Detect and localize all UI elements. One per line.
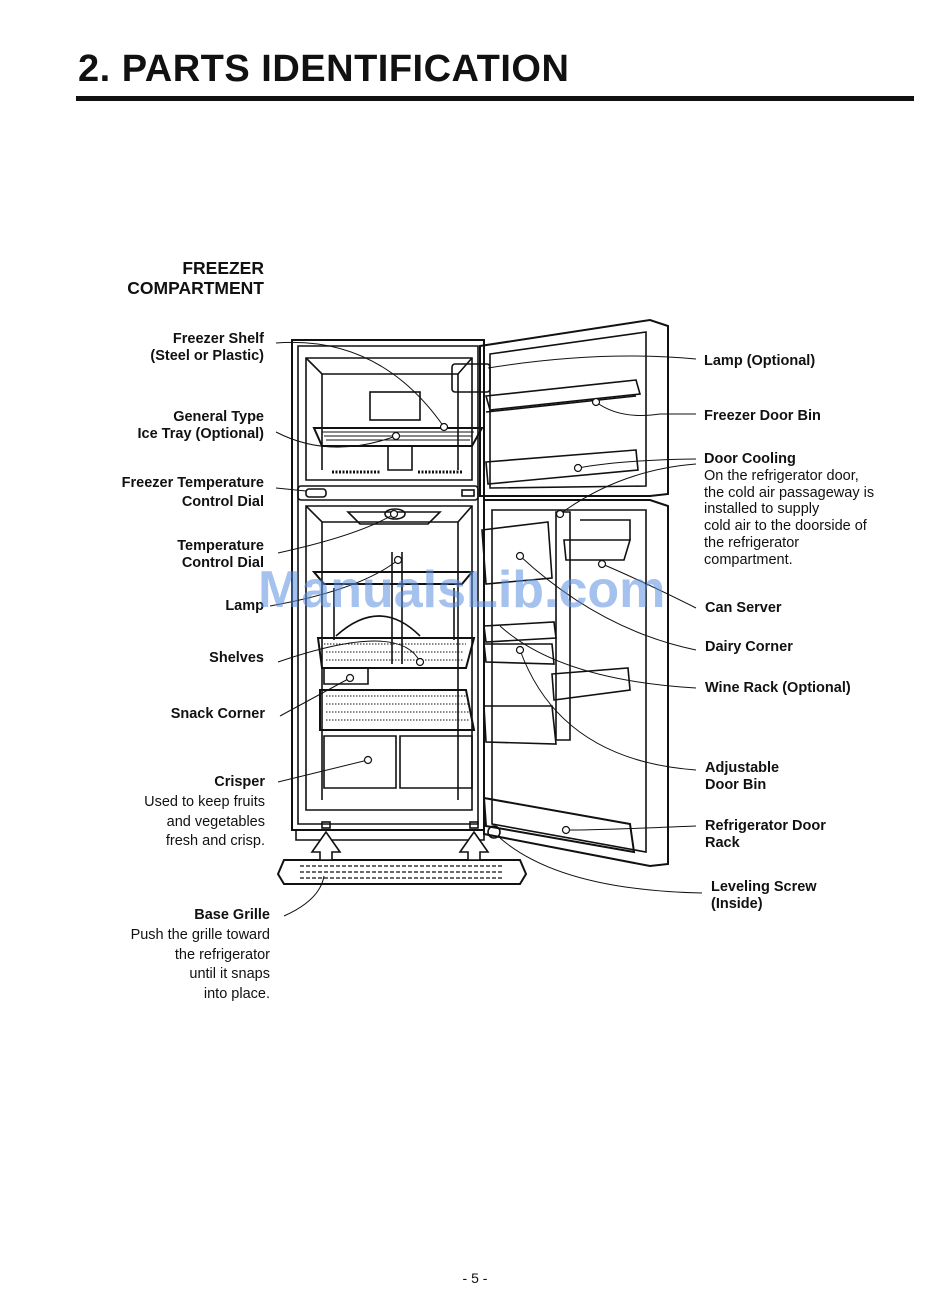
label-leveling-screw-line-1: Leveling Screw [711,879,817,895]
label-adjustable-door-bin-line-2: Door Bin [705,777,767,793]
label-freezer-shelf-line-2: (Steel or Plastic) [150,348,264,364]
door-cooling-description-line-4: cold air to the doorside of [704,518,867,535]
refrigerator-body [276,318,669,885]
door-cooling-description-line-6: compartment. [704,551,793,568]
label-wine-rack: Wine Rack (Optional) [705,680,851,696]
door-cooling-description-line-2: the cold air passageway is [704,484,875,501]
label-leveling-screw-line-2: (Inside) [711,896,763,912]
label-crisper: Crisper [214,774,265,790]
label-temp-dial: Temperature Control Dial [90,538,264,572]
label-refrigerator-door-rack: Refrigerator Door Rack [705,818,826,852]
label-freezer-shelf-line-1: Freezer Shelf [172,331,264,347]
label-freezer-temp-dial-line-2: Control Dial [181,494,264,510]
crisper-description-line-1: Used to keep fruits [144,794,265,810]
base-grille-description-line-3: until it snaps [189,966,270,982]
base-grille-description-line-4: into place. [203,985,270,1002]
label-freezer-shelf: Freezer Shelf (Steel or Plastic) [90,331,264,365]
label-shelves: Shelves [209,650,264,666]
section-heading-line-2: COMPARTMENT [127,278,264,298]
label-freezer-temp-dial-line-1: Freezer Temperature [121,475,264,491]
label-refrigerator-door-rack-line-1: Refrigerator Door [705,818,826,834]
door-cooling-description-line-3: installed to supply [704,501,820,518]
door-cooling-description: On the refrigerator door, the cold air p… [704,468,874,568]
label-snack-corner: Snack Corner [170,706,265,722]
label-refrigerator-door-rack-line-2: Rack [705,835,740,851]
label-adjustable-door-bin: Adjustable Door Bin [705,760,779,794]
page-number: - 5 - [462,1270,488,1286]
label-ice-tray: General Type Ice Tray (Optional) [90,409,265,443]
section-heading-line-1: FREEZER [182,258,264,278]
crisper-description-line-3: fresh and crisp. [165,833,265,849]
label-ice-tray-line-1: General Type [173,409,264,425]
leader-dots [345,397,607,835]
base-grille-description: Push the grille toward the refrigerator … [90,926,270,1004]
crisper-description-line-2: and vegetables [166,813,265,830]
label-leveling-screw: Leveling Screw (Inside) [711,879,817,913]
door-cooling-description-line-5: the refrigerator [704,534,800,551]
label-lamp: Lamp [225,598,264,614]
door-cooling-description-line-1: On the refrigerator door, [704,468,859,484]
label-dairy-corner: Dairy Corner [705,639,793,655]
label-can-server: Can Server [705,600,782,616]
label-base-grille: Base Grille [194,907,270,923]
label-door-cooling: Door Cooling [704,451,796,467]
label-lamp-optional: Lamp (Optional) [704,353,816,369]
title-rule [76,96,914,101]
watermark: ManualsLib.com [258,561,666,619]
label-temp-dial-line-1: Temperature [177,538,264,554]
label-temp-dial-line-2: Control Dial [181,555,264,571]
label-freezer-door-bin: Freezer Door Bin [704,408,821,424]
label-adjustable-door-bin-line-1: Adjustable [705,760,780,776]
leader-lines [269,341,703,917]
section-heading: FREEZER COMPARTMENT [90,258,264,298]
crisper-description: Used to keep fruits and vegetables fresh… [90,793,265,852]
base-grille-description-line-1: Push the grille toward [130,927,270,943]
base-grille-description-line-2: the refrigerator [174,946,270,963]
label-freezer-temp-dial: Freezer Temperature Control Dial [80,474,264,512]
label-ice-tray-line-2: Ice Tray (Optional) [137,426,265,442]
page-title: 2. PARTS IDENTIFICATION [78,48,570,90]
